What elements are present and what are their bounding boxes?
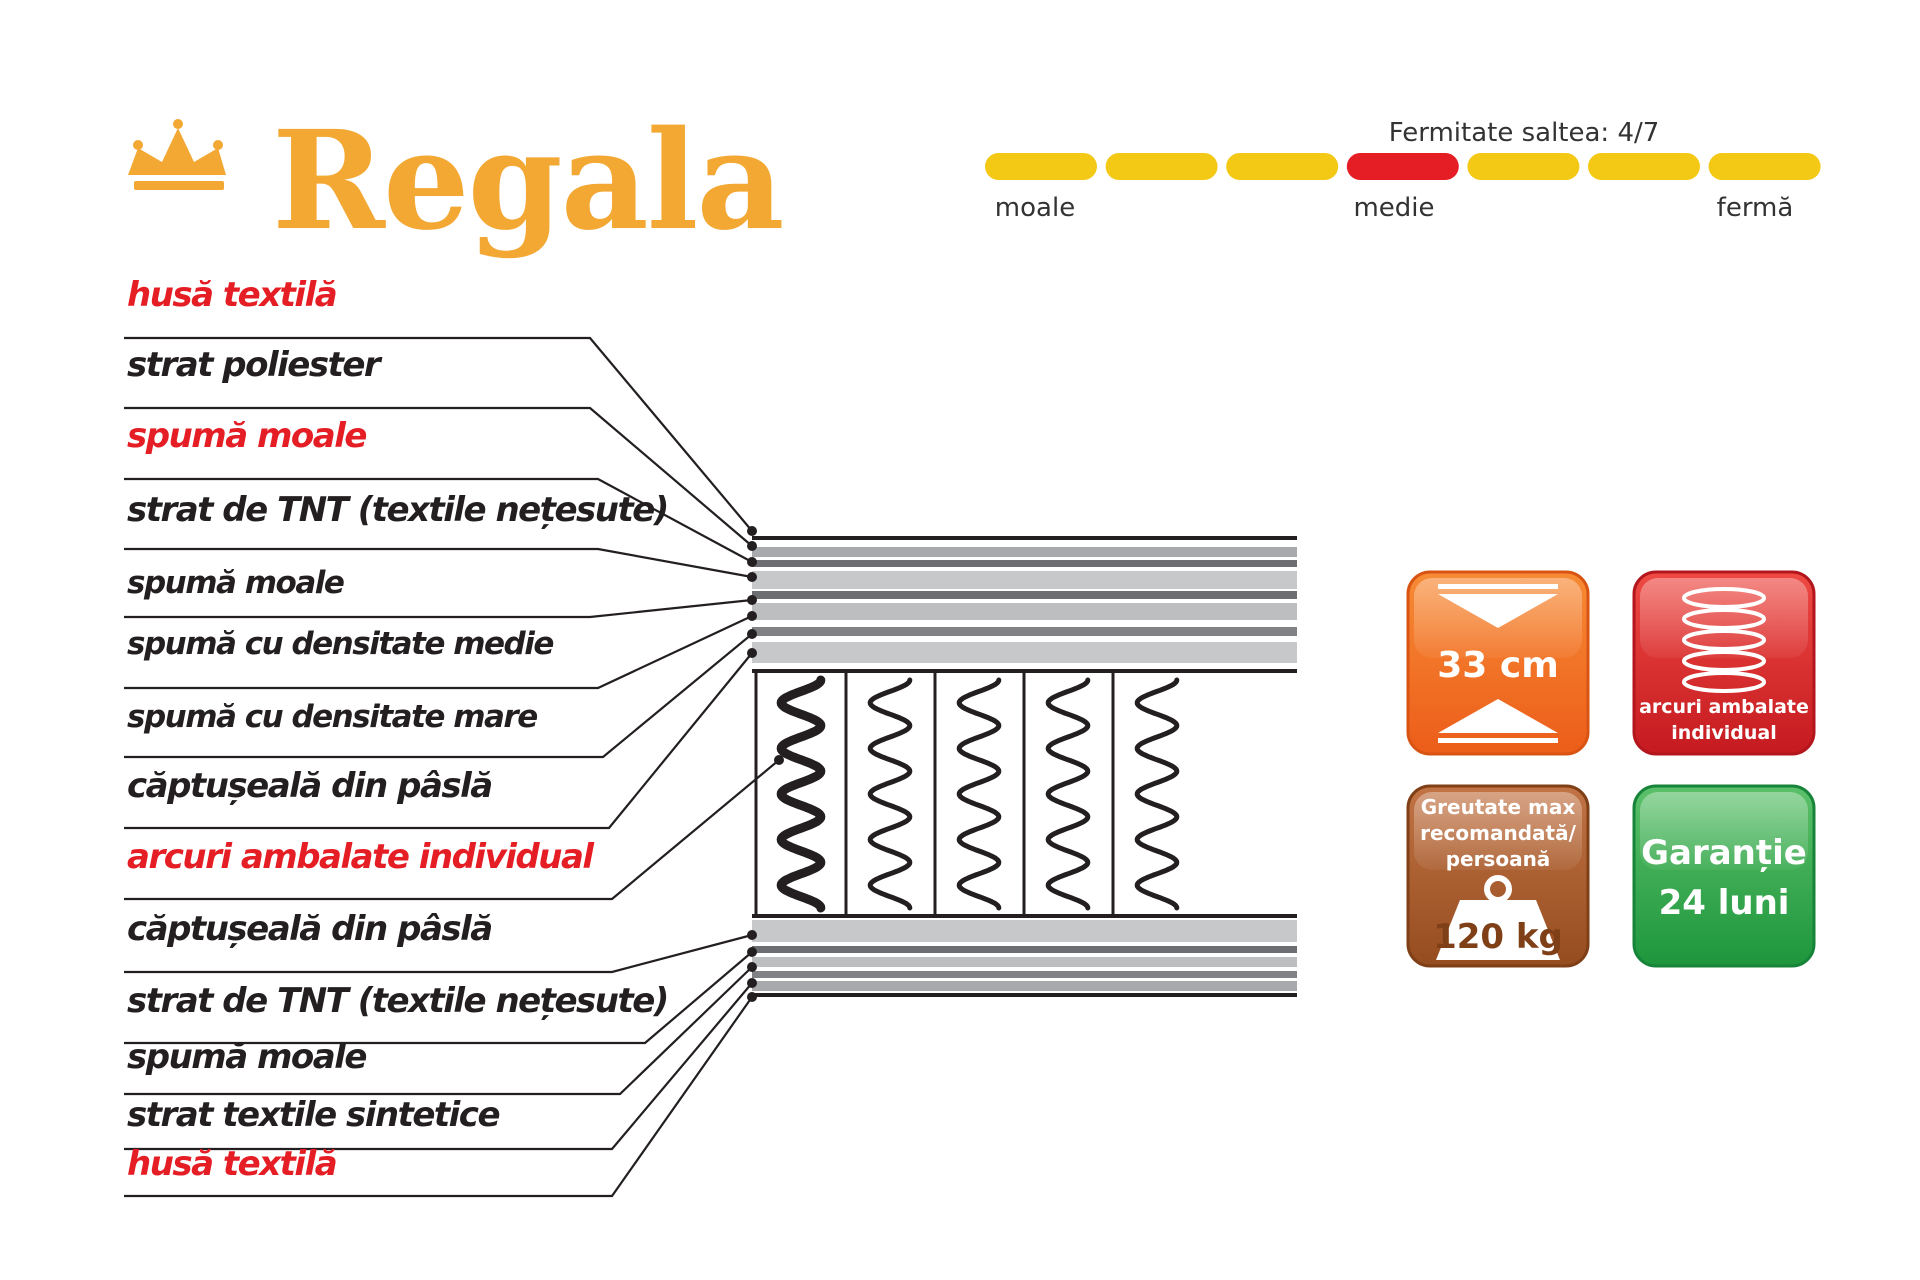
height-arrows-icon xyxy=(1438,584,1558,743)
leader-dot-14 xyxy=(747,992,757,1002)
height-value: 33 cm xyxy=(1437,645,1558,686)
leader-dot-12 xyxy=(747,962,757,972)
leader-line-8 xyxy=(124,652,753,830)
layer-label-5: spumă moale xyxy=(127,565,344,601)
leader-line-7 xyxy=(124,633,753,759)
leader-dot-13 xyxy=(747,978,757,988)
leader-line-4 xyxy=(124,547,753,579)
leader-dot-9 xyxy=(774,755,784,765)
leader-line-2 xyxy=(124,406,753,547)
warranty-text-1: Garanție xyxy=(1641,833,1807,873)
leader-line-11 xyxy=(124,951,753,1045)
layer-label-14: husă textilă xyxy=(127,1144,336,1184)
layer-label-7: spumă cu densitate mare xyxy=(127,699,537,735)
firmness-segment-6 xyxy=(1588,153,1700,180)
spring-coil-2 xyxy=(867,677,913,911)
firmness-segment-2 xyxy=(1105,153,1218,180)
firmness-bars xyxy=(985,153,1821,180)
mattress-top-layers xyxy=(752,536,1297,673)
layer-label-8: căptușeală din pâslă xyxy=(127,766,492,806)
layer-label-9: arcuri ambalate individual xyxy=(127,837,595,877)
layer-label-2: strat poliester xyxy=(127,345,383,385)
leader-line-6 xyxy=(124,615,753,690)
leader-dot-3 xyxy=(747,557,757,567)
layer-label-1: husă textilă xyxy=(127,275,336,315)
firmness-segment-7 xyxy=(1708,153,1821,180)
leader-dot-2 xyxy=(747,541,757,551)
weight-value: 120 kg xyxy=(1433,917,1563,957)
firmness-segment-5 xyxy=(1467,153,1580,180)
leader-dot-4 xyxy=(747,572,757,582)
warranty-badge: Garanție 24 luni xyxy=(1632,784,1816,968)
leader-dot-8 xyxy=(747,648,757,658)
leader-line-1 xyxy=(124,336,753,532)
spring-core xyxy=(752,673,1297,918)
leader-dot-7 xyxy=(747,629,757,639)
layer-label-10: căptușeală din pâslă xyxy=(127,909,492,949)
weight-text-3: persoană xyxy=(1446,847,1551,871)
spring-coil-4 xyxy=(1045,677,1091,911)
firmness-segment-3 xyxy=(1226,153,1339,180)
firmness-label-firm: fermă xyxy=(1717,193,1794,223)
layer-label-12: spumă moale xyxy=(127,1037,366,1077)
leader-line-12 xyxy=(124,966,753,1096)
springs-text-2: individual xyxy=(1671,722,1777,744)
layer-labels: husă textilă strat poliester spumă moale st… xyxy=(124,275,784,1198)
layer-label-11: strat de TNT (textile nețesute) xyxy=(127,981,668,1021)
leader-dot-11 xyxy=(747,947,757,957)
leader-dot-5 xyxy=(747,595,757,605)
firmness-label-medium: medie xyxy=(1353,193,1434,223)
spring-coil-icon xyxy=(1682,587,1766,693)
leader-dot-1 xyxy=(747,526,757,536)
mattress-bottom-layers xyxy=(752,920,1297,997)
height-badge: 33 cm xyxy=(1406,570,1590,756)
layer-label-6: spumă cu densitate medie xyxy=(127,626,553,662)
layer-label-13: strat textile sintetice xyxy=(127,1095,499,1135)
firmness-label-soft: moale xyxy=(995,193,1075,223)
layer-label-4: strat de TNT (textile nețesute) xyxy=(127,490,668,530)
spring-coil-5 xyxy=(1134,677,1180,911)
leader-line-9 xyxy=(124,759,780,901)
springs-text-1: arcuri ambalate xyxy=(1639,696,1809,718)
weight-text-2: recomandată/ xyxy=(1420,821,1576,845)
crown-icon xyxy=(128,119,226,190)
spring-coil-1 xyxy=(776,675,826,913)
leader-line-13 xyxy=(124,982,753,1151)
leader-line-10 xyxy=(124,933,753,974)
weight-badge: Greutate max recomandată/ persoană 120 k… xyxy=(1406,784,1590,968)
leader-dot-10 xyxy=(747,930,757,940)
firmness-caption: Fermitate saltea: 4/7 xyxy=(1389,118,1660,148)
leader-line-3 xyxy=(124,477,753,563)
firmness-segment-1 xyxy=(985,153,1097,180)
leader-line-14 xyxy=(124,996,753,1198)
product-title: Regala xyxy=(272,101,783,261)
weight-icon xyxy=(1436,875,1560,960)
firmness-scale: Fermitate saltea: 4/7 moale medie fermă xyxy=(985,118,1821,223)
springs-badge: arcuri ambalate individual xyxy=(1632,570,1816,756)
leader-dot-6 xyxy=(747,611,757,621)
leader-line-5 xyxy=(124,598,753,619)
spring-coil-3 xyxy=(956,677,1002,911)
firmness-segment-4 xyxy=(1346,153,1459,180)
weight-text-1: Greutate max xyxy=(1421,795,1576,819)
layer-label-3: spumă moale xyxy=(127,416,366,456)
warranty-text-2: 24 luni xyxy=(1659,883,1790,923)
